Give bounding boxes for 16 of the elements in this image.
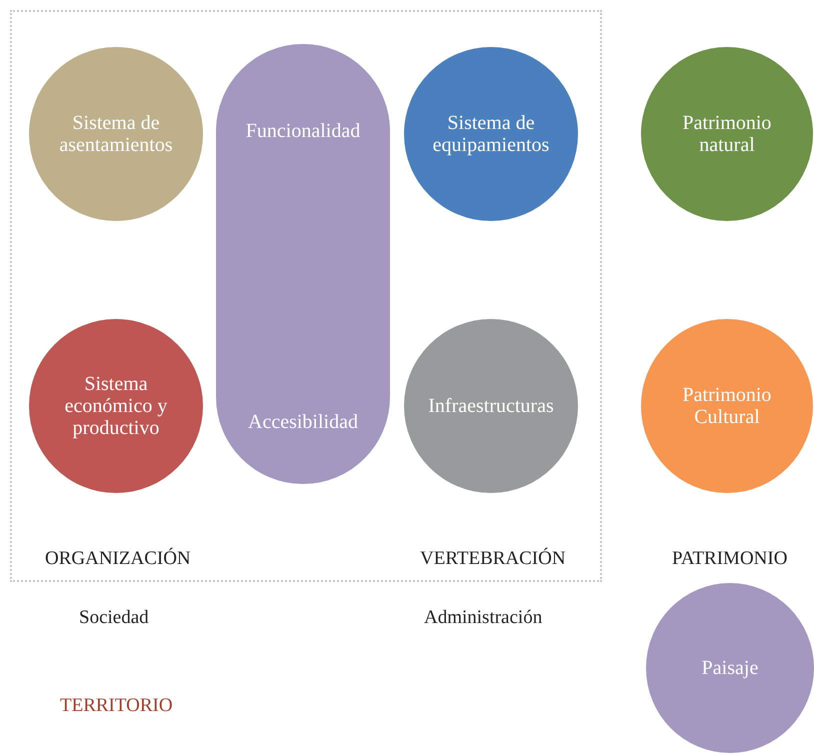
node-label: Sistema de equipamientos bbox=[432, 112, 550, 156]
node-label: Accesibilidad bbox=[248, 411, 358, 434]
node-label: Paisaje bbox=[702, 657, 758, 679]
node-label: Patrimonio Cultural bbox=[682, 384, 772, 428]
node-label: Sistema de asentamientos bbox=[58, 112, 174, 156]
node-label: Funcionalidad bbox=[246, 120, 360, 143]
category-label: TERRITORIO bbox=[60, 695, 173, 717]
category-label: PATRIMONIO bbox=[672, 548, 788, 570]
category-label: ORGANIZACIÓN bbox=[45, 548, 191, 570]
node-label: Patrimonio natural bbox=[682, 112, 772, 156]
dotted-frame bbox=[10, 10, 602, 582]
category-label: Administración bbox=[424, 607, 542, 629]
category-label: Sociedad bbox=[79, 607, 149, 629]
node-label: Infraestructuras bbox=[428, 395, 554, 417]
category-label: VERTEBRACIÓN bbox=[420, 548, 566, 570]
node-label: Sistema económico y productivo bbox=[64, 373, 168, 439]
